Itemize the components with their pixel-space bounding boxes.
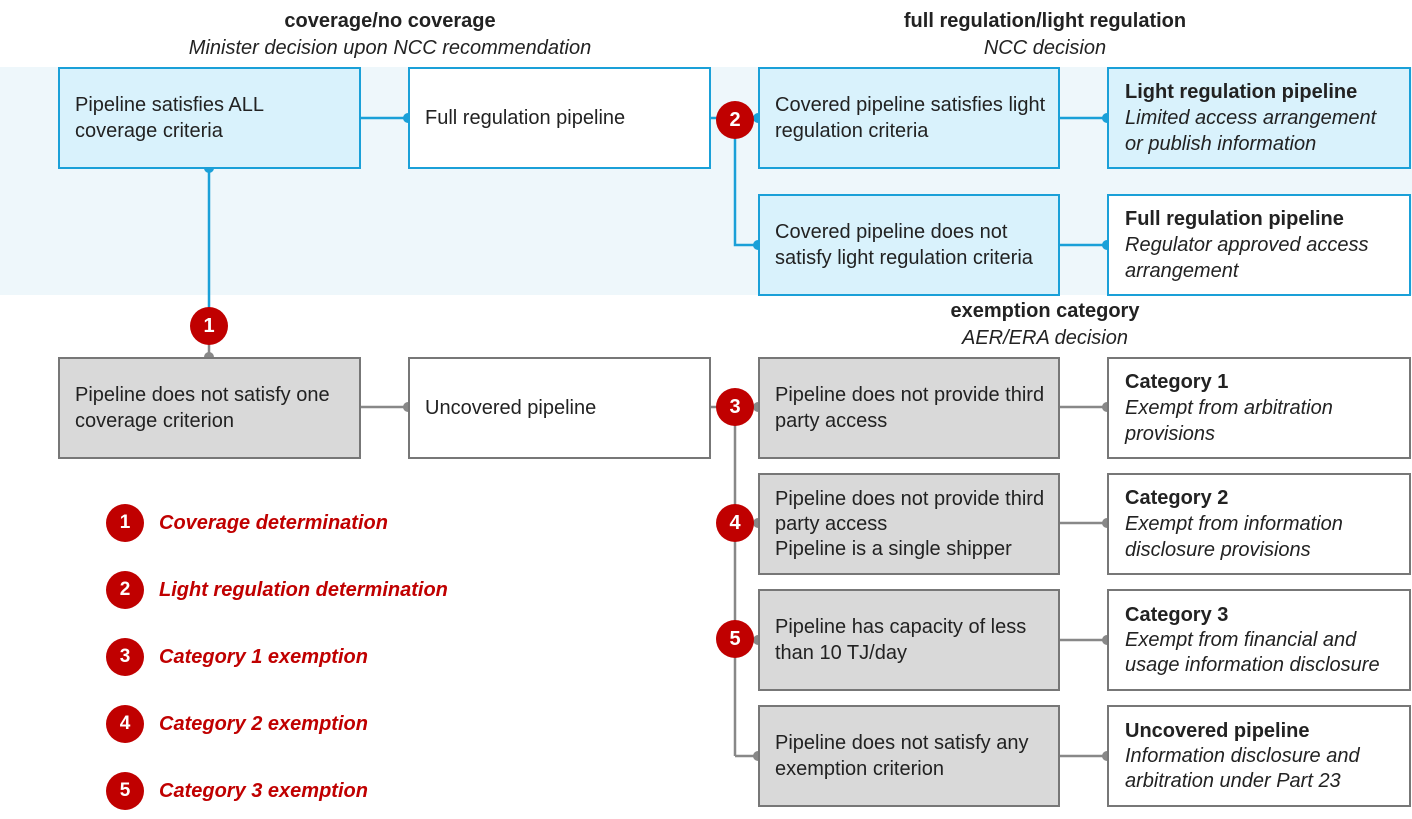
box-full-regulation-result: Full regulation pipeline Regulator appro… (1107, 194, 1411, 296)
legend-label: Category 2 exemption (159, 712, 368, 735)
uncovered-result-title: Uncovered pipeline (1125, 719, 1310, 742)
legend-number: 4 (106, 705, 144, 743)
category-2-title: Category 2 (1125, 487, 1229, 509)
box-no-third-party-access-text: Pipeline does not provide third party ac… (775, 384, 1045, 432)
box-light-regulation-result: Light regulation pipeline Limited access… (1107, 67, 1411, 169)
marker-4: 4 (716, 504, 754, 542)
coverage-header: coverage/no coverage Minister decision u… (130, 8, 650, 62)
category-3-title: Category 3 (1125, 603, 1229, 626)
box-covered-not-light-regulation-text: Covered pipeline does not satisfy light … (775, 221, 1033, 269)
marker-2: 2 (716, 101, 754, 139)
legend-label: Category 1 exemption (159, 645, 368, 668)
box-covered-light-regulation-text: Covered pipeline satisfies light regulat… (775, 94, 1046, 142)
box-uncovered-result: Uncovered pipeline Information disclosur… (1107, 705, 1411, 807)
box-low-capacity: Pipeline has capacity of less than 10 TJ… (758, 589, 1060, 691)
legend-label: Light regulation determination (159, 578, 448, 601)
light-regulation-result-title: Light regulation pipeline (1125, 81, 1358, 103)
category-1-title: Category 1 (1125, 371, 1229, 393)
regulation-header-title: full regulation/light regulation (903, 10, 1187, 32)
coverage-header-title: coverage/no coverage (284, 10, 496, 32)
box-full-regulation-pipeline: Full regulation pipeline (408, 67, 711, 169)
category-2-subtitle: Exempt from information disclosure provi… (1125, 513, 1343, 561)
category-3-subtitle: Exempt from financial and usage informat… (1125, 628, 1380, 676)
regulation-header: full regulation/light regulation NCC dec… (840, 8, 1250, 62)
uncovered-result-subtitle: Information disclosure and arbitration u… (1125, 744, 1360, 792)
exemption-header: exemption category AER/ERA decision (880, 298, 1210, 352)
box-single-shipper: Pipeline does not provide third party ac… (758, 473, 1060, 575)
box-full-regulation-pipeline-text: Full regulation pipeline (425, 107, 626, 129)
legend-number: 5 (106, 772, 144, 810)
regulation-header-subtitle: NCC decision (983, 37, 1107, 59)
marker-5: 5 (716, 620, 754, 658)
box-low-capacity-text: Pipeline has capacity of less than 10 TJ… (775, 616, 1027, 664)
box-category-3: Category 3 Exempt from financial and usa… (1107, 589, 1411, 691)
box-category-2: Category 2 Exempt from information discl… (1107, 473, 1411, 575)
legend-item-3: 3 Category 1 exemption (106, 638, 368, 676)
box-no-exemption: Pipeline does not satisfy any exemption … (758, 705, 1060, 807)
box-category-1: Category 1 Exempt from arbitration provi… (1107, 357, 1411, 459)
coverage-header-subtitle: Minister decision upon NCC recommendatio… (188, 37, 592, 59)
exemption-header-title: exemption category (950, 300, 1140, 322)
light-regulation-result-subtitle: Limited access arrangement or publish in… (1125, 107, 1377, 155)
full-regulation-result-title: Full regulation pipeline (1125, 208, 1344, 230)
box-does-not-satisfy-one-criterion-text: Pipeline does not satisfy one coverage c… (75, 384, 330, 432)
box-uncovered-pipeline: Uncovered pipeline (408, 357, 711, 459)
exemption-header-subtitle: AER/ERA decision (962, 327, 1128, 349)
box-satisfies-all-criteria-text: Pipeline satisfies ALL coverage criteria (75, 94, 264, 142)
legend-item-5: 5 Category 3 exemption (106, 772, 368, 810)
marker-3: 3 (716, 388, 754, 426)
box-satisfies-all-criteria: Pipeline satisfies ALL coverage criteria (58, 67, 361, 169)
legend-label: Coverage determination (159, 511, 388, 534)
legend-label: Category 3 exemption (159, 779, 368, 802)
box-does-not-satisfy-one-criterion: Pipeline does not satisfy one coverage c… (58, 357, 361, 459)
box-covered-light-regulation: Covered pipeline satisfies light regulat… (758, 67, 1060, 169)
full-regulation-result-subtitle: Regulator approved access arrangement (1125, 234, 1369, 282)
box-covered-not-light-regulation: Covered pipeline does not satisfy light … (758, 194, 1060, 296)
legend-number: 2 (106, 571, 144, 609)
legend-number: 3 (106, 638, 144, 676)
box-no-exemption-text: Pipeline does not satisfy any exemption … (775, 732, 1029, 780)
legend-item-4: 4 Category 2 exemption (106, 705, 368, 743)
box-single-shipper-line-2: Pipeline is a single shipper (775, 537, 1012, 560)
box-no-third-party-access: Pipeline does not provide third party ac… (758, 357, 1060, 459)
category-1-subtitle: Exempt from arbitration provisions (1125, 397, 1333, 445)
box-single-shipper-line-1: Pipeline does not provide third party ac… (775, 487, 1045, 535)
marker-1: 1 (190, 307, 228, 345)
legend-item-1: 1 Coverage determination (106, 504, 388, 542)
legend-item-2: 2 Light regulation determination (106, 571, 448, 609)
legend-number: 1 (106, 504, 144, 542)
box-uncovered-pipeline-text: Uncovered pipeline (425, 397, 597, 419)
